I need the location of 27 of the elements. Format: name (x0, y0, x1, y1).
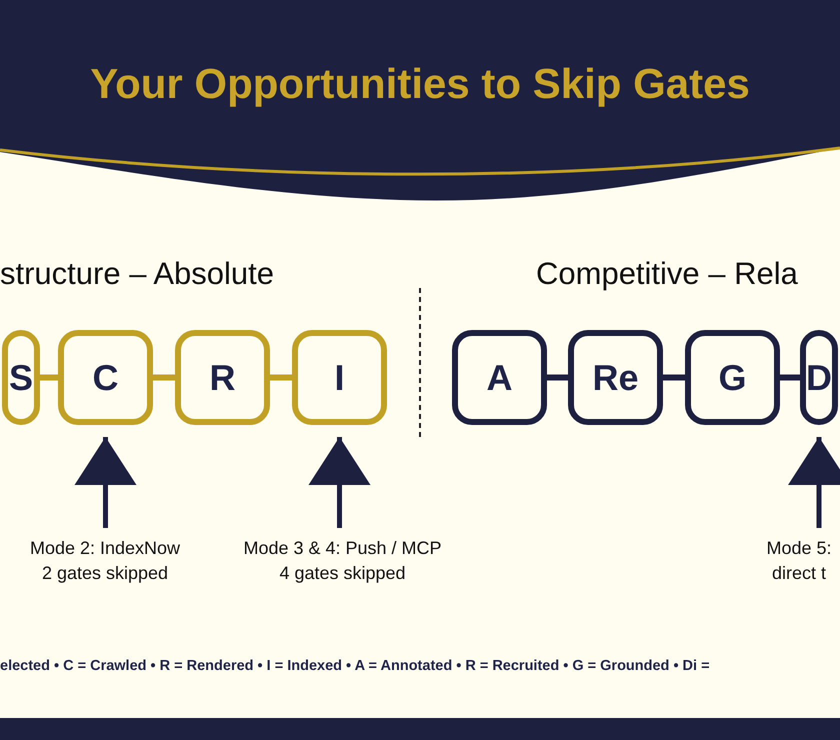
connector-line (663, 374, 685, 380)
mode-caption: Mode 5: (765, 537, 833, 560)
gate-box: I (292, 330, 387, 425)
mode-caption: 2 gates skipped (40, 562, 170, 585)
title: Your Opportunities to Skip Gates (89, 60, 751, 108)
gate-box: D (800, 330, 838, 425)
arrow (74, 437, 136, 528)
connector-line (270, 374, 292, 380)
gate-box: R (175, 330, 270, 425)
connector-line (780, 374, 800, 380)
gate-box: S (2, 330, 40, 425)
gate-box: Re (568, 330, 663, 425)
legend-text: elected • C = Crawled • R = Rendered • I = Indexed • A = Annotated • R = Recruited • G = Grounded • Di = (0, 658, 710, 674)
gate-box: C (58, 330, 153, 425)
mode-caption: direct t (770, 562, 828, 585)
mode-caption: 4 gates skipped (278, 562, 407, 585)
mode-caption: Mode 3 & 4: Push / MCP (242, 537, 443, 560)
connector-line (40, 374, 58, 380)
connector-line (547, 374, 568, 380)
gate-box: G (685, 330, 780, 425)
arrow (308, 437, 370, 528)
gate-box: A (452, 330, 547, 425)
arrow (788, 437, 840, 528)
section-heading: structure – Absolute (0, 256, 274, 292)
section-heading: Competitive – Rela (536, 256, 798, 292)
mode-caption: Mode 2: IndexNow (28, 537, 182, 560)
connector-line (153, 374, 175, 380)
